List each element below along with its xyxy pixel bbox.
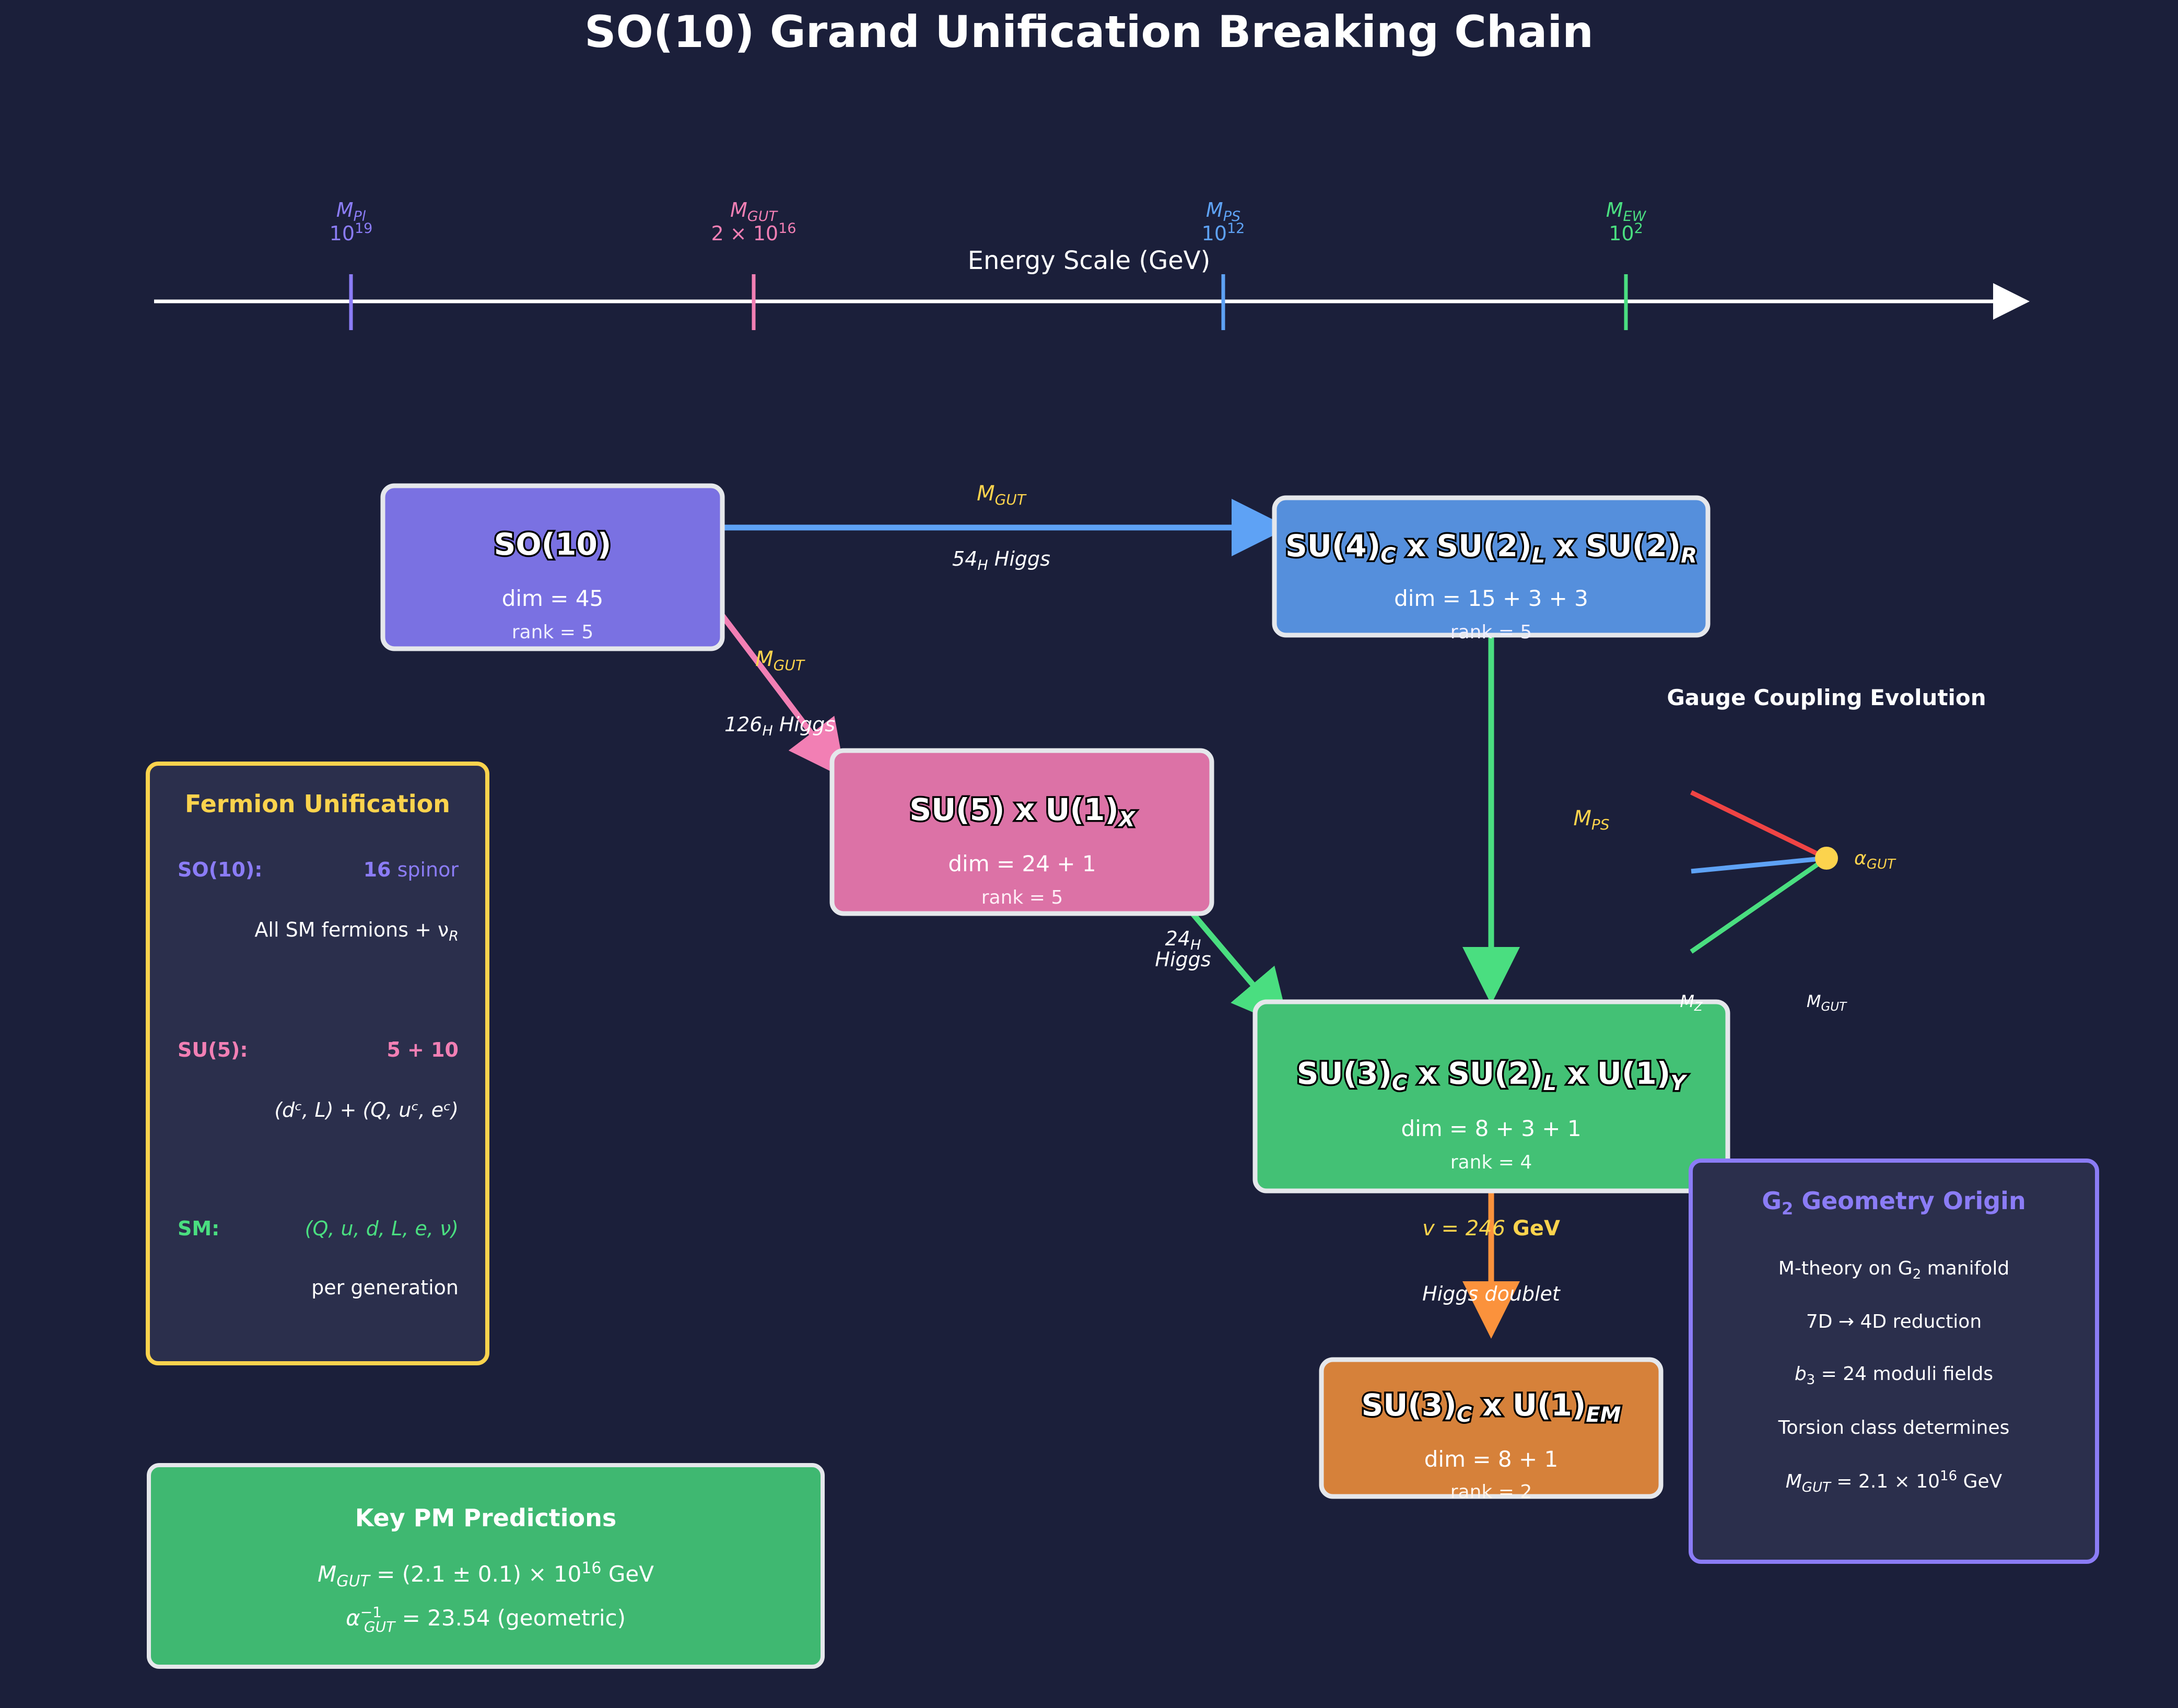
svg-text:24H: 24H	[1165, 927, 1201, 953]
svg-text:54H Higgs: 54H Higgs	[952, 547, 1050, 574]
svg-text:MGUT: MGUT	[977, 482, 1027, 508]
svg-text:2 × 1016: 2 × 1016	[711, 220, 797, 245]
svg-text:v = 246 GeV: v = 246 GeV	[1422, 1216, 1560, 1241]
svg-text:MGUT: MGUT	[730, 198, 778, 225]
g2-line-mtheory: M-theory on G2 manifold	[1778, 1258, 2009, 1282]
fermion-row-su5-value: 5̄ + 10	[387, 1038, 459, 1061]
coupling-alpha-label: αGUT	[1854, 848, 1896, 872]
coupling-mgut-label: MGUT	[1807, 991, 1847, 1014]
g2-line-moduli: b3 = 24 moduli fields	[1795, 1363, 1993, 1388]
tick-gut: MGUT 2 × 1016	[711, 198, 797, 330]
group-em-rank: rank = 2	[1450, 1481, 1532, 1503]
group-so10-dim: dim = 45	[502, 586, 604, 611]
unification-point	[1815, 847, 1838, 870]
coupling-title: Gauge Coupling Evolution	[1667, 685, 1986, 710]
group-su5-box: SU(5) x U(1)X dim = 24 + 1 rank = 5	[829, 748, 1214, 916]
group-standard-model-dim: dim = 8 + 3 + 1	[1401, 1116, 1581, 1141]
svg-text:MGUT: MGUT	[755, 647, 805, 674]
page-title: SO(10) Grand Unification Breaking Chain	[584, 6, 1594, 57]
svg-text:MPl: MPl	[336, 198, 366, 225]
coupling-mps-label: MPS	[1573, 806, 1609, 833]
energy-scale-label: Energy Scale (GeV)	[968, 246, 1211, 275]
svg-text:MEW: MEW	[1606, 198, 1647, 225]
svg-text:Higgs doublet: Higgs doublet	[1422, 1282, 1561, 1305]
g2-title: G2 Geometry Origin	[1762, 1187, 2025, 1219]
coupling-line-green	[1690, 856, 1828, 954]
group-em-dim: dim = 8 + 1	[1424, 1446, 1558, 1472]
coupling-line-blue	[1691, 856, 1827, 874]
tick-planck: MPl 1019	[330, 198, 373, 330]
group-em-box: SU(3)C x U(1)EM dim = 8 + 1 rank = 2	[1319, 1357, 1664, 1503]
group-so10-name: SO(10)	[494, 527, 612, 562]
fermion-unification-panel: Fermion Unification SO(10): 16 spinor Al…	[146, 762, 489, 1365]
g2-line-mgut: MGUT = 2.1 × 1016 GeV	[1786, 1468, 2003, 1495]
fermion-row-sm-note: per generation	[311, 1276, 459, 1299]
gauge-coupling-evolution: Gauge Coupling Evolution MPS αGUT MZ MGU…	[1573, 685, 1986, 1014]
svg-text:Higgs: Higgs	[1155, 948, 1211, 971]
key-predictions-panel: Key PM Predictions MGUT = (2.1 ± 0.1) × …	[147, 1463, 825, 1669]
g2-line-reduction: 7D → 4D reduction	[1806, 1311, 1982, 1332]
energy-scale-axis: Energy Scale (GeV) MPl 1019 MGUT 2 × 101…	[154, 198, 2030, 330]
svg-text:MPS: MPS	[1206, 198, 1240, 225]
svg-text:1019: 1019	[330, 220, 373, 245]
arrow-so10-to-su5: MGUT 126H Higgs	[716, 608, 846, 779]
predictions-title: Key PM Predictions	[355, 1504, 617, 1532]
svg-text:102: 102	[1609, 220, 1643, 245]
arrow-sm-to-em: v = 246 GeV Higgs doublet	[1422, 1191, 1561, 1339]
group-so10-rank: rank = 5	[512, 622, 593, 643]
fermion-row-sm-label: SM:	[178, 1217, 219, 1240]
group-pati-salam-name: SU(4)C x SU(2)L x SU(2)R	[1285, 528, 1697, 568]
group-pati-salam-dim: dim = 15 + 3 + 3	[1394, 586, 1588, 611]
svg-text:126H Higgs: 126H Higgs	[724, 713, 835, 739]
fermion-row-so10-label: SO(10):	[178, 858, 262, 881]
group-standard-model-rank: rank = 4	[1450, 1152, 1532, 1173]
group-pati-salam-rank: rank = 5	[1450, 622, 1532, 643]
fermion-row-su5-note: (dᶜ, L) + (Q, uᶜ, eᶜ)	[274, 1098, 459, 1121]
group-pati-salam-box: SU(4)C x SU(2)L x SU(2)R dim = 15 + 3 + …	[1272, 495, 1711, 643]
fermion-row-sm-value: (Q, u, d, L, e, ν)	[305, 1217, 459, 1240]
coupling-mz-label: MZ	[1680, 991, 1703, 1014]
group-su5-name: SU(5) x U(1)X	[909, 792, 1136, 832]
group-so10-box: SO(10) dim = 45 rank = 5	[380, 483, 725, 651]
g2-line-torsion: Torsion class determines	[1778, 1417, 2010, 1438]
coupling-line-red	[1690, 790, 1828, 861]
fermion-row-su5-label: SU(5):	[178, 1038, 248, 1061]
group-su5-rank: rank = 5	[981, 887, 1063, 908]
group-standard-model-box: SU(3)C x SU(2)L x U(1)Y dim = 8 + 3 + 1 …	[1252, 999, 1730, 1194]
fermion-title: Fermion Unification	[185, 790, 450, 818]
prediction-mgut: MGUT = (2.1 ± 0.1) × 1016 GeV	[318, 1559, 654, 1590]
group-su5-dim: dim = 24 + 1	[948, 851, 1096, 876]
g2-geometry-panel: G2 Geometry Origin M-theory on G2 manifo…	[1689, 1159, 2099, 1564]
tick-ps: MPS 1012	[1202, 198, 1245, 330]
group-em-name: SU(3)C x U(1)EM	[1361, 1387, 1621, 1427]
tick-ew: MEW 102	[1606, 198, 1647, 330]
arrow-so10-to-ps: MGUT 54H Higgs	[718, 482, 1289, 574]
fermion-row-so10-value: 16 spinor	[364, 858, 459, 881]
svg-text:1012: 1012	[1202, 220, 1245, 245]
fermion-row-so10-note: All SM fermions + νR	[254, 918, 459, 944]
group-standard-model-name: SU(3)C x SU(2)L x U(1)Y	[1297, 1056, 1688, 1095]
